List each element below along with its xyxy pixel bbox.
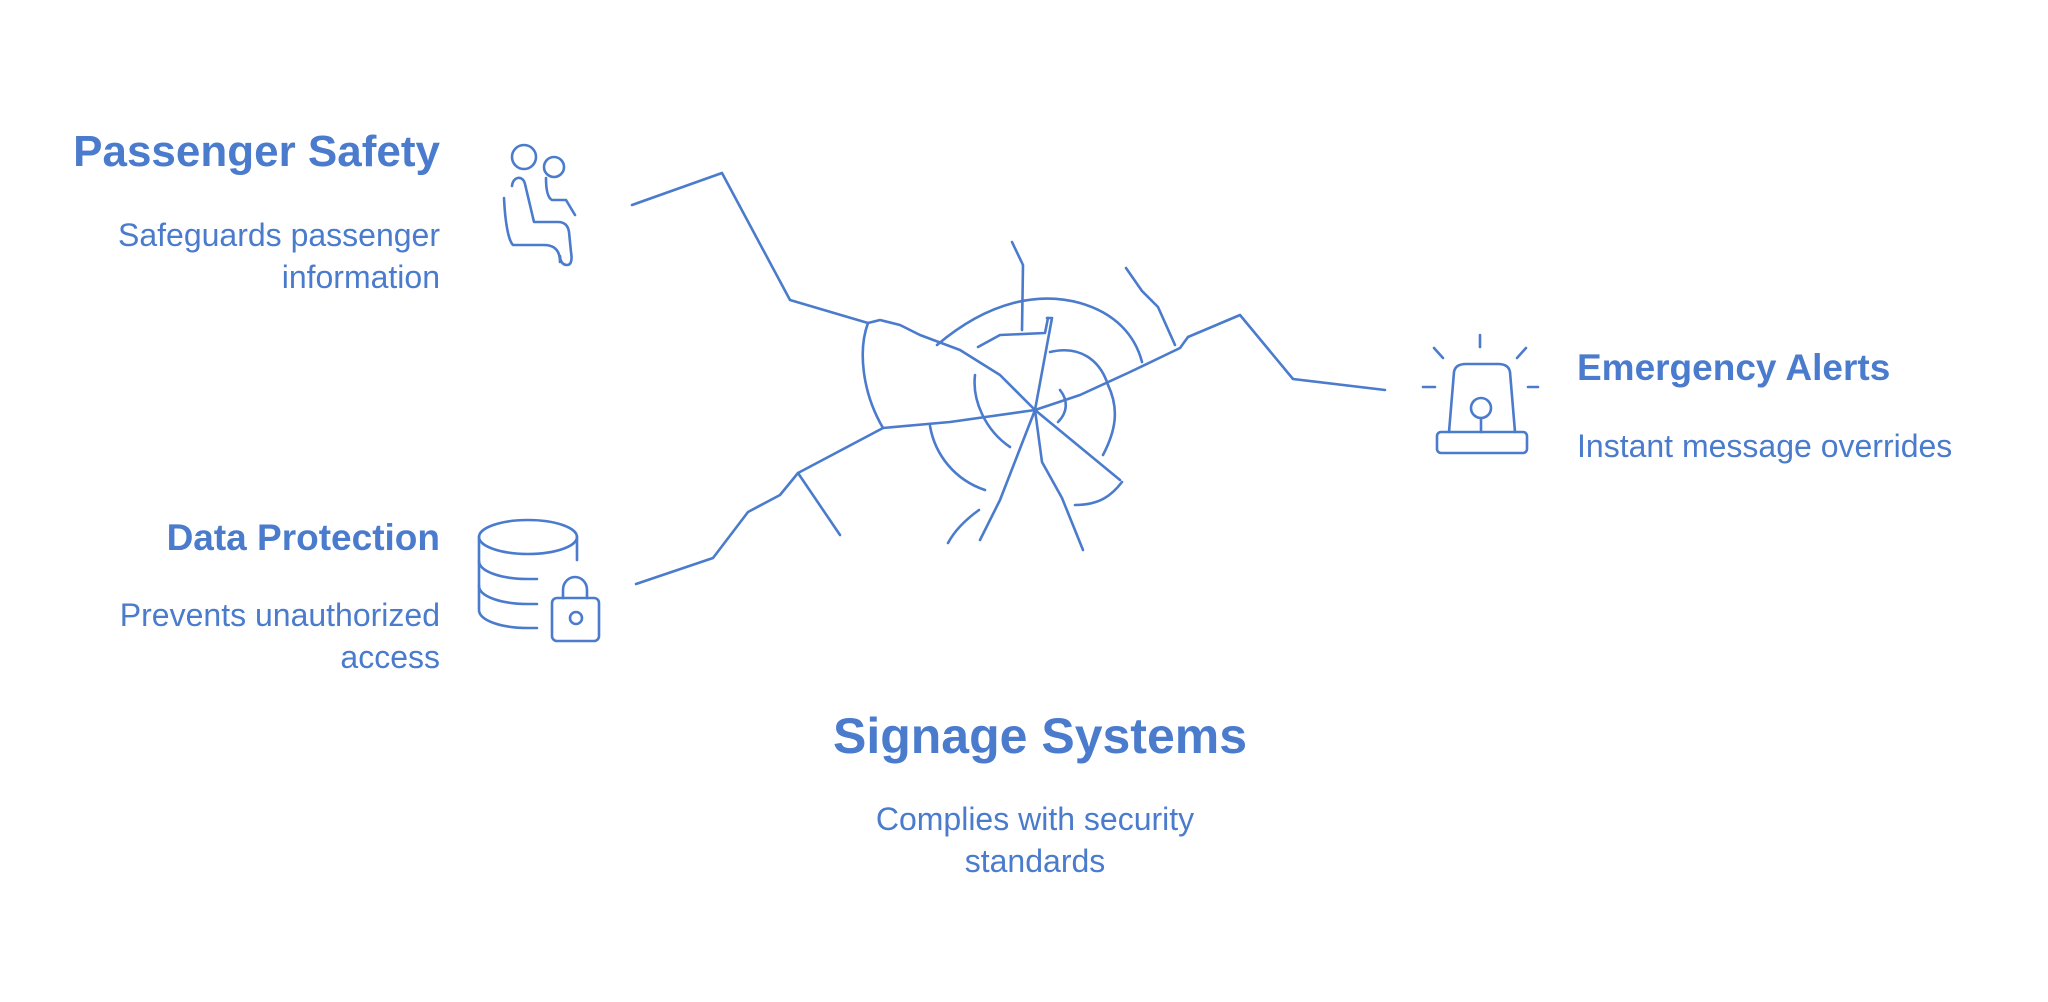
emergency-alerts-description: Instant message overrides xyxy=(1577,428,1953,464)
crack-pattern xyxy=(630,171,1387,586)
signage-systems-title: Signage Systems xyxy=(832,708,1248,764)
data-protection-title: Data Protection xyxy=(166,517,440,558)
database-lock-icon xyxy=(477,518,601,643)
signage-systems-description: Complies with security standards xyxy=(875,801,1195,879)
emergency-alerts-title: Emergency Alerts xyxy=(1577,347,1891,388)
alarm-siren-icon xyxy=(1421,333,1540,455)
passenger-safety-description: Safeguards passenger information xyxy=(118,217,440,295)
passenger-seat-icon xyxy=(502,143,577,267)
passenger-safety-title: Passenger Safety xyxy=(73,127,440,176)
data-protection-description: Prevents unauthorized access xyxy=(119,597,440,675)
